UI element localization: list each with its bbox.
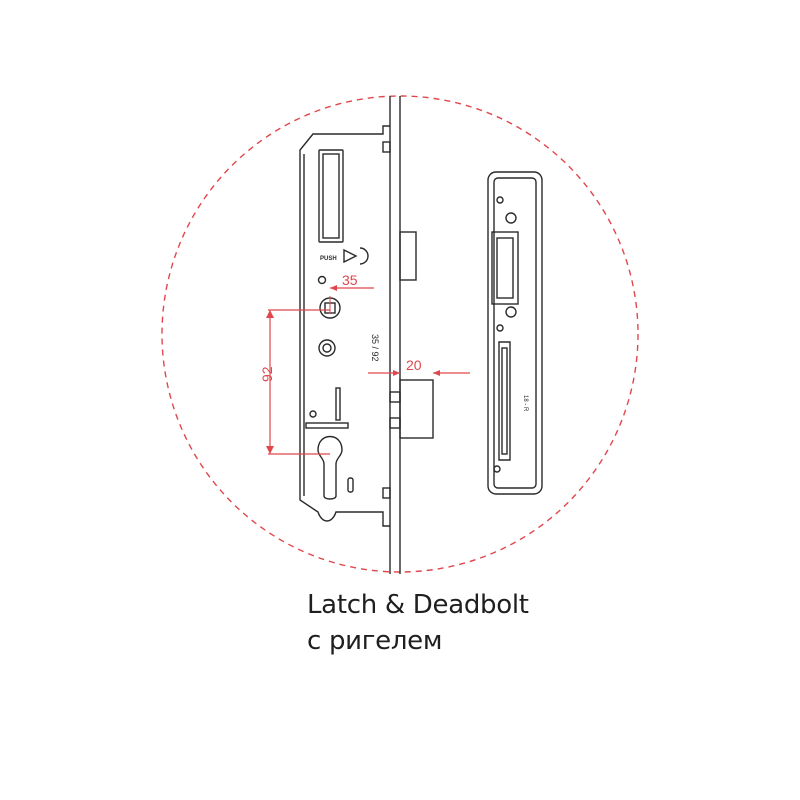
- caption-title: Latch & Deadbolt: [307, 590, 529, 620]
- bolt-throw-value: 20: [406, 357, 422, 373]
- latch-bolt: [399, 231, 417, 281]
- pz-dimension: [266, 309, 330, 455]
- push-label: PUSH: [320, 256, 337, 262]
- caption-subtitle: с ригелем: [307, 626, 443, 656]
- dashed-circle: [161, 95, 639, 573]
- backset-dimension: [329, 285, 374, 314]
- backset-value: 35: [342, 272, 358, 288]
- bolt-throw-dimension: [368, 370, 470, 376]
- strike-plate: [487, 171, 543, 495]
- body-marking: 35 / 92: [370, 334, 380, 362]
- lock-body: [299, 125, 391, 527]
- strike-marking: 18 - R: [522, 395, 528, 412]
- pz-value: 92: [259, 366, 275, 382]
- deadbolt: [389, 379, 434, 439]
- faceplate: [389, 96, 401, 574]
